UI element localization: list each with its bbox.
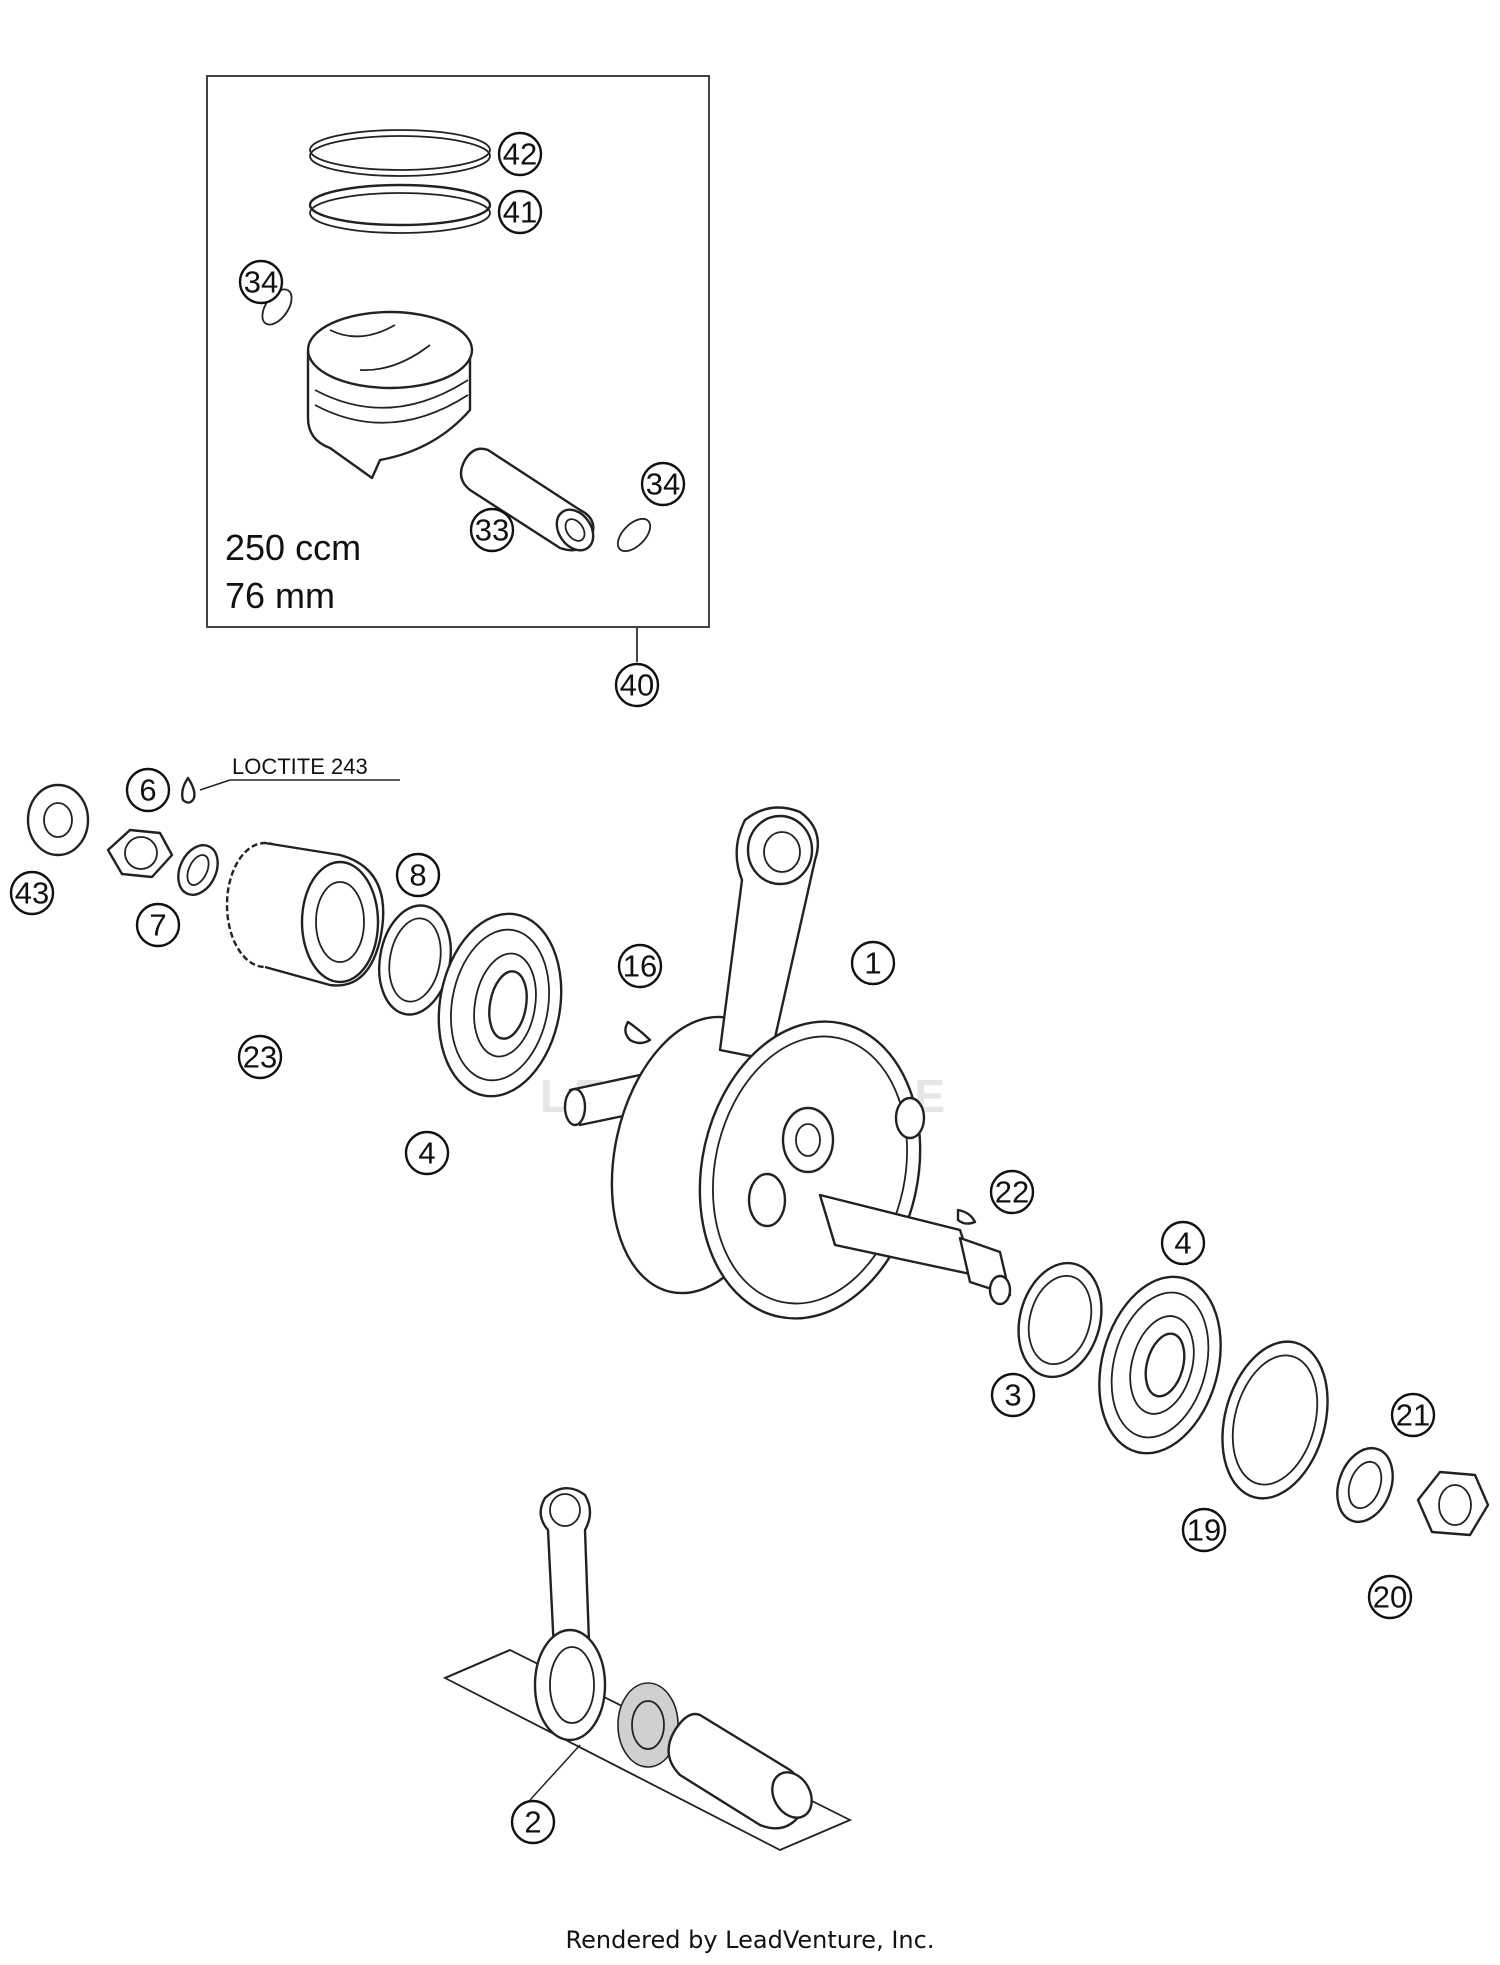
svg-text:20: 20 xyxy=(1373,1580,1407,1615)
svg-text:19: 19 xyxy=(1187,1513,1221,1548)
callout-23: 23 xyxy=(237,1034,283,1080)
loctite-drop xyxy=(180,776,400,804)
svg-text:21: 21 xyxy=(1396,1398,1430,1433)
conrod-kit-2 xyxy=(442,1487,853,1851)
callout-16: 16 xyxy=(617,943,663,989)
svg-text:40: 40 xyxy=(620,668,654,703)
piston xyxy=(306,310,474,480)
callout-20: 20 xyxy=(1367,1574,1413,1620)
circlip-34-bottom xyxy=(616,517,652,553)
crankshaft-1 xyxy=(563,806,1012,1320)
washer-21 xyxy=(1336,1447,1394,1523)
svg-text:42: 42 xyxy=(503,137,537,172)
callout-4-right: 4 xyxy=(1160,1220,1206,1266)
washer-43 xyxy=(26,783,90,857)
svg-text:43: 43 xyxy=(15,876,49,911)
callout-40: 40 xyxy=(614,662,660,708)
lock-washer-7 xyxy=(177,844,219,896)
seal-ring-19 xyxy=(1221,1340,1329,1500)
callout-4-left: 4 xyxy=(404,1130,450,1176)
callout-8: 8 xyxy=(395,852,441,898)
svg-text:16: 16 xyxy=(623,949,657,984)
callout-21: 21 xyxy=(1390,1392,1436,1438)
callout-33: 33 xyxy=(469,507,515,553)
svg-text:23: 23 xyxy=(243,1040,277,1075)
svg-text:3: 3 xyxy=(1004,1378,1021,1413)
svg-text:41: 41 xyxy=(503,195,537,230)
svg-text:8: 8 xyxy=(409,858,426,893)
callout-34-bottom: 34 xyxy=(640,461,686,507)
svg-text:22: 22 xyxy=(995,1175,1029,1210)
svg-text:1: 1 xyxy=(864,946,881,981)
callout-3: 3 xyxy=(990,1372,1036,1418)
piston-ring-42 xyxy=(309,129,491,177)
bearing-4-right xyxy=(1098,1275,1222,1455)
bearing-4-left xyxy=(437,912,563,1098)
callout-1: 1 xyxy=(850,940,896,986)
callout-6: 6 xyxy=(125,767,171,813)
bore-label: 76 mm xyxy=(225,575,335,616)
primary-gear-23 xyxy=(225,841,385,987)
callout-7: 7 xyxy=(135,902,181,948)
svg-text:6: 6 xyxy=(139,773,156,808)
svg-text:7: 7 xyxy=(149,908,166,943)
piston-kit-box xyxy=(206,75,710,662)
svg-text:34: 34 xyxy=(646,467,680,502)
nut-20 xyxy=(1416,1470,1490,1537)
callout-43: 43 xyxy=(9,870,55,916)
callout-19: 19 xyxy=(1181,1507,1227,1553)
render-credit: Rendered by LeadVenture, Inc. xyxy=(566,1926,935,1954)
nut-6 xyxy=(106,828,174,879)
callout-2: 2 xyxy=(510,1799,556,1845)
svg-text:33: 33 xyxy=(475,513,509,548)
seal-ring-8 xyxy=(378,904,452,1016)
svg-text:4: 4 xyxy=(418,1136,435,1171)
piston-ring-41 xyxy=(308,183,492,234)
woodruff-key-16 xyxy=(624,1020,652,1045)
callout-34-top: 34 xyxy=(238,259,284,305)
callout-22: 22 xyxy=(989,1169,1035,1215)
washer-3 xyxy=(1017,1261,1103,1379)
displacement-label: 250 ccm xyxy=(225,527,361,568)
callout-42: 42 xyxy=(497,131,543,177)
svg-text:34: 34 xyxy=(244,265,278,300)
callout-41: 41 xyxy=(497,189,543,235)
piston-pin xyxy=(459,447,595,552)
woodruff-key-22 xyxy=(956,1208,977,1225)
svg-text:2: 2 xyxy=(524,1805,541,1840)
svg-text:4: 4 xyxy=(1174,1226,1191,1261)
loctite-note: LOCTITE 243 xyxy=(232,754,368,779)
